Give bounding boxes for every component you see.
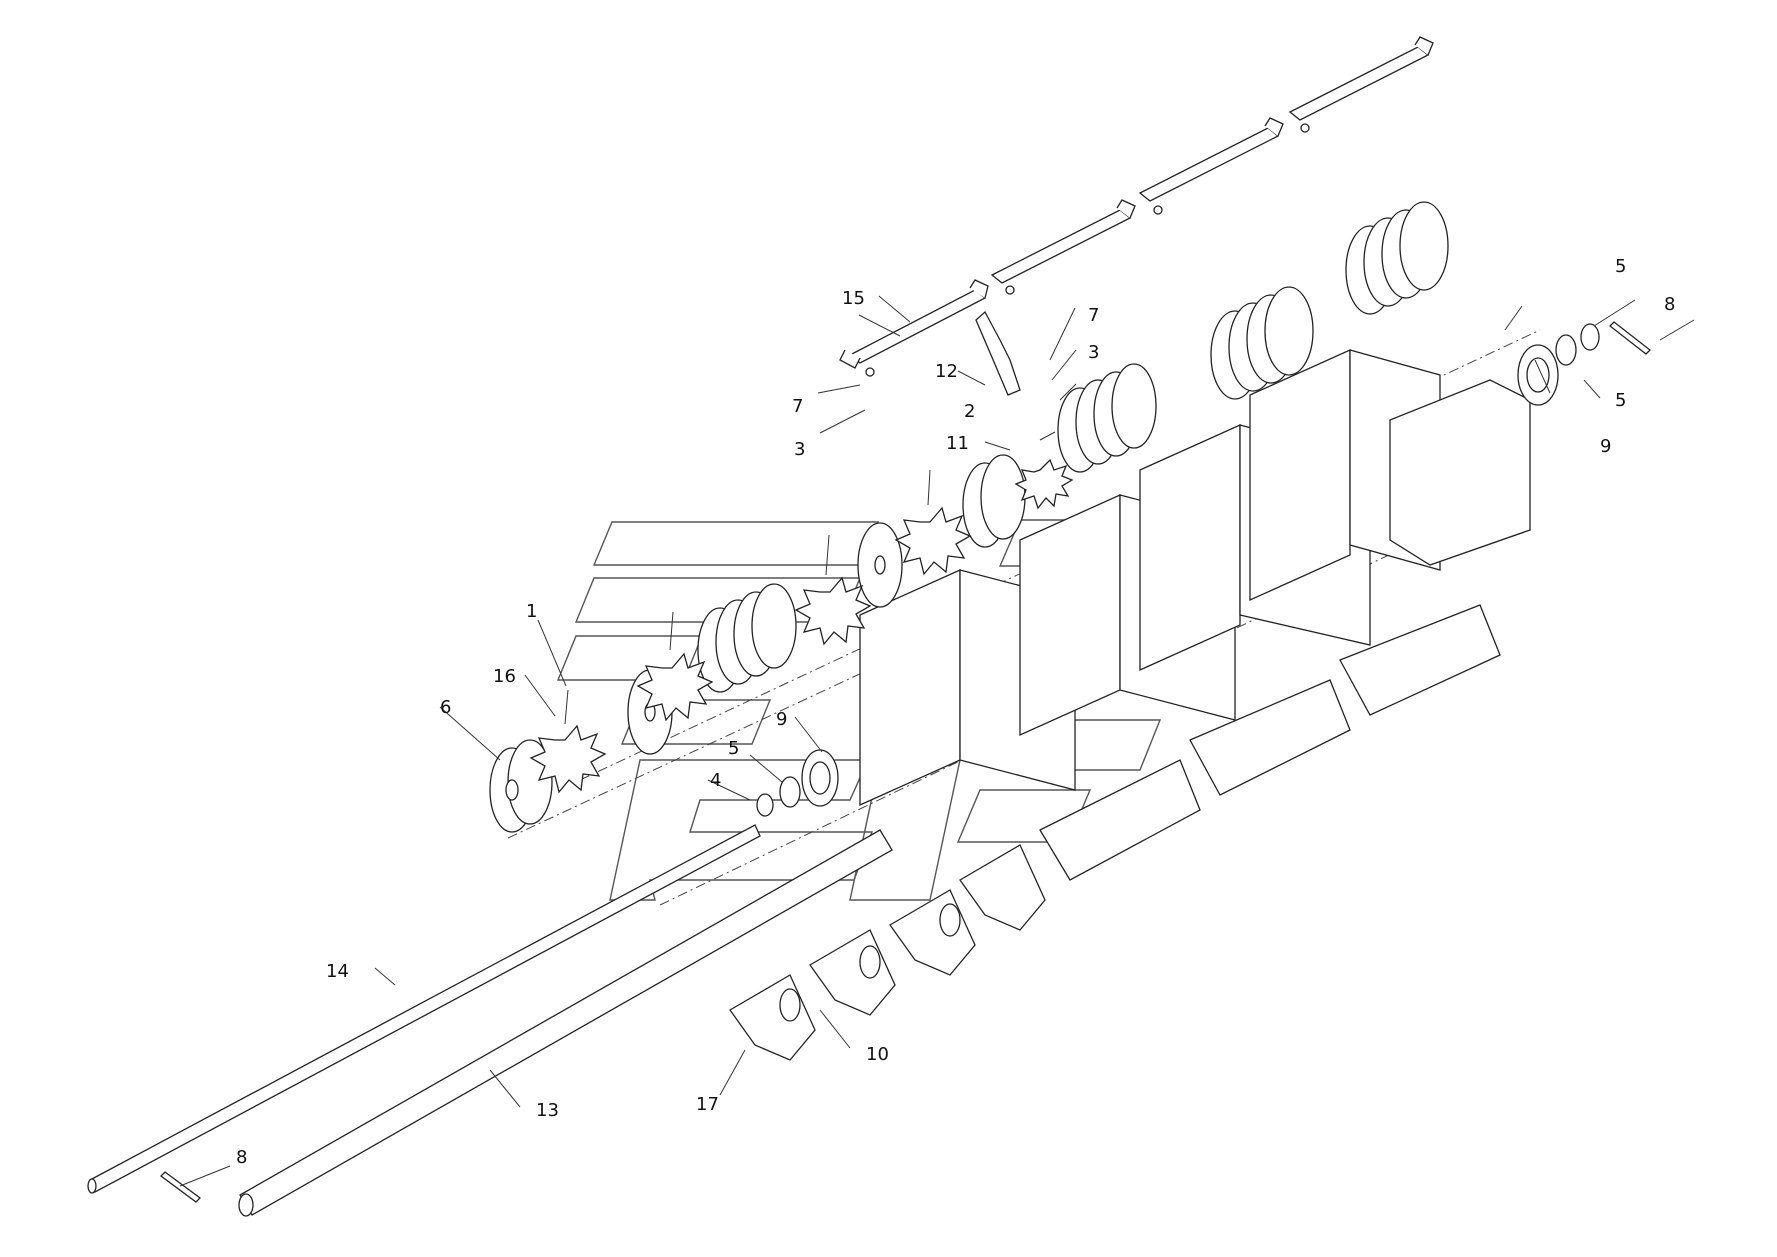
callout-5a: 5 xyxy=(728,738,739,759)
callout-2: 2 xyxy=(964,401,975,422)
callout-6: 6 xyxy=(440,697,451,718)
callout-3b: 3 xyxy=(1088,342,1099,363)
shafts xyxy=(87,824,893,1217)
callout-13: 13 xyxy=(536,1100,559,1121)
callout-11: 11 xyxy=(946,433,969,454)
callout-16: 16 xyxy=(493,666,516,687)
housing-blocks xyxy=(859,348,1531,807)
bearings xyxy=(756,321,1651,817)
bracket-cradles xyxy=(729,604,1501,1061)
callout-7a: 7 xyxy=(792,396,803,417)
callout-5c: 5 xyxy=(1615,390,1626,411)
callout-1: 1 xyxy=(526,601,537,622)
callout-12: 12 xyxy=(935,361,958,382)
callout-9b: 9 xyxy=(1600,436,1611,457)
callout-14: 14 xyxy=(326,961,349,982)
callout-4: 4 xyxy=(710,770,721,791)
disc-stack xyxy=(489,201,1449,833)
callout-7b: 7 xyxy=(1088,305,1099,326)
callout-15: 15 xyxy=(842,288,865,309)
callout-17: 17 xyxy=(696,1094,719,1115)
sprockets xyxy=(529,458,1074,794)
callout-10: 10 xyxy=(866,1044,889,1065)
leader-lines xyxy=(179,295,1695,1187)
bracket-strip-group xyxy=(839,36,1434,396)
callout-5b: 5 xyxy=(1615,256,1626,277)
callout-8a: 8 xyxy=(1664,294,1675,315)
callout-8b: 8 xyxy=(236,1147,247,1168)
callout-3a: 3 xyxy=(794,439,805,460)
callout-9a: 9 xyxy=(776,709,787,730)
callout-labels: 1 2 3 3 4 5 5 5 6 7 7 8 8 9 9 10 11 12 1… xyxy=(236,256,1675,1168)
